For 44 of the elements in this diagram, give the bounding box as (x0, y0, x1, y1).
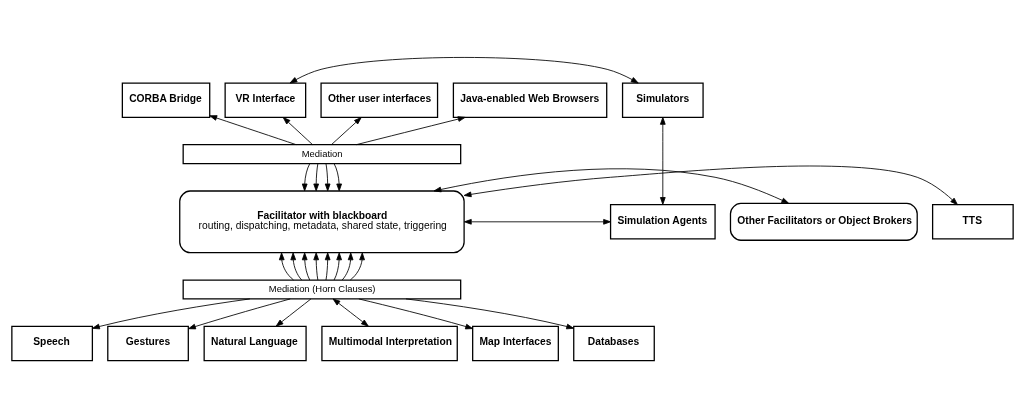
arrow (660, 117, 666, 205)
arrow (301, 252, 311, 281)
arrow (332, 298, 369, 327)
node-box: Facilitator with blackboard routing, dispatching, metadata, shared state, triggering (179, 190, 465, 254)
arrow (333, 252, 342, 281)
arrow (324, 163, 331, 192)
arrow (349, 252, 365, 281)
arrow (313, 163, 319, 192)
node-box: Simulation Agents (609, 204, 716, 240)
arrow (92, 298, 251, 330)
node-box: Map Interfaces (472, 325, 559, 362)
arrow (355, 116, 466, 146)
arrow (278, 252, 294, 281)
node-box: Other user interfaces (320, 82, 439, 118)
node-box: TTS (932, 204, 1014, 240)
arrow (324, 252, 331, 281)
node-box: VR Interface (224, 82, 307, 118)
node-box: Mediation (Horn Clauses) (182, 279, 462, 300)
node-box: Mediation (182, 144, 462, 165)
arrow (358, 298, 473, 330)
arrow (188, 298, 291, 330)
arrow (289, 57, 639, 84)
arrow (313, 252, 319, 281)
arrow (333, 163, 342, 192)
arrow (433, 168, 790, 204)
node-box: Multimodal Interpretation (321, 325, 458, 362)
arrow (301, 163, 311, 192)
node-box: Databases (573, 325, 655, 362)
node-box: Speech (11, 325, 93, 362)
node-box: Java-enabled Web Browsers (452, 82, 608, 118)
arrow (331, 117, 362, 146)
node-box: Gestures (107, 325, 189, 362)
node-box: Simulators (621, 82, 704, 118)
arrow (405, 298, 574, 330)
arrow (275, 298, 312, 327)
node-box: Natural Language (203, 325, 307, 362)
arrow (290, 252, 303, 281)
node-box: CORBA Bridge (121, 82, 211, 118)
arrow (282, 117, 313, 146)
arrow (209, 115, 297, 146)
arrow (463, 165, 958, 206)
arrow (464, 219, 611, 225)
arrow (341, 252, 354, 281)
node-box: Other Facilitators or Object Brokers (729, 202, 918, 241)
